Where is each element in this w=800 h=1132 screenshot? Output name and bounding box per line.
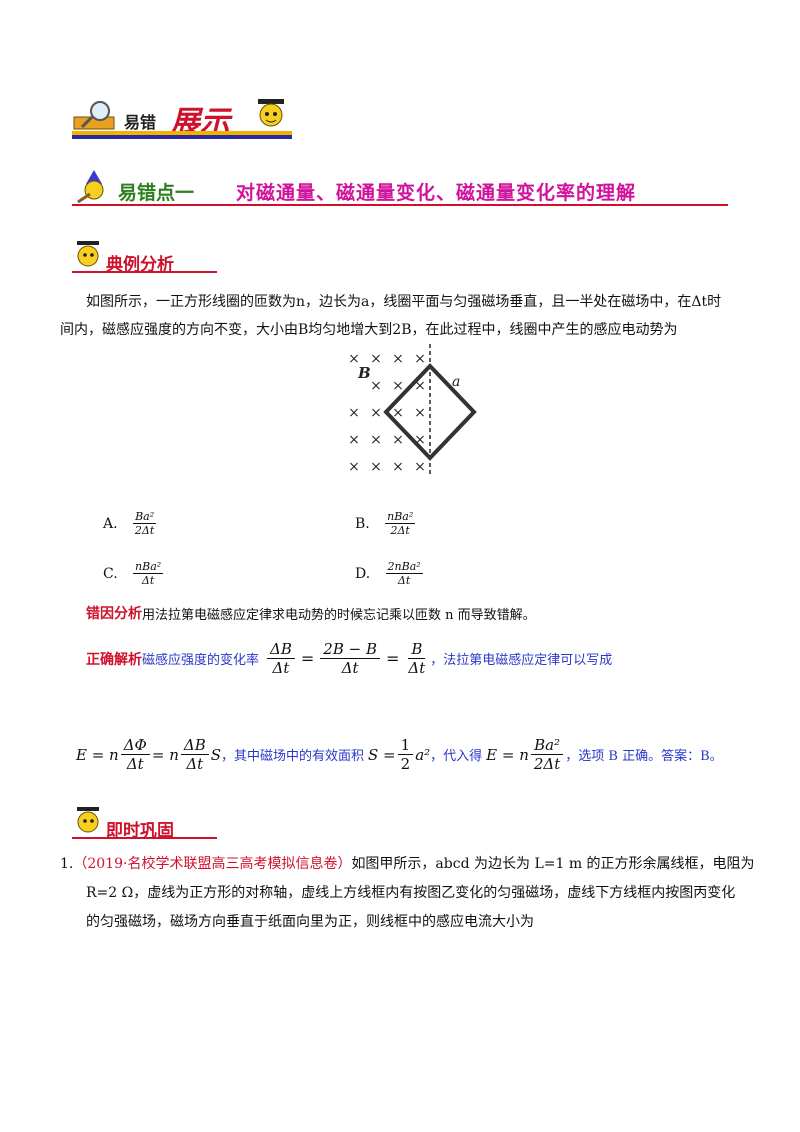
scholar-mascot-icon xyxy=(77,807,99,833)
scholar-mascot-icon xyxy=(258,99,284,127)
section-heading: 易错点一 对磁通量、磁通量变化、磁通量变化率的理解 xyxy=(72,168,728,208)
practice-heading: 即时巩固 xyxy=(72,804,232,841)
field-cross-mark: × xyxy=(348,432,360,448)
banner-text-1: 易错 xyxy=(124,113,157,132)
field-cross-mark: × xyxy=(370,351,382,367)
field-cross-mark: × xyxy=(370,459,382,475)
field-cross-mark: × xyxy=(392,459,404,475)
label-b: B xyxy=(357,364,371,382)
field-cross-mark: × xyxy=(414,432,426,448)
header-banner: 易错 展示 xyxy=(72,95,292,143)
correct-analysis-text-2: ，法拉第电磁感应定律可以写成 xyxy=(430,653,613,668)
scholar-mascot-icon xyxy=(77,241,99,267)
field-cross-mark: × xyxy=(348,351,360,367)
field-cross-mark: × xyxy=(392,351,404,367)
field-cross-mark: × xyxy=(392,432,404,448)
error-analysis-label: 错因分析 xyxy=(86,606,142,622)
wizard-mascot-icon xyxy=(77,170,104,204)
section-title: 对磁通量、磁通量变化、磁通量变化率的理解 xyxy=(236,182,637,204)
correct-analysis-text-1: 磁感应强度的变化率 xyxy=(142,653,260,668)
field-cross-mark: × xyxy=(370,378,382,394)
practice-line-1: 如图甲所示，abcd 为边长为 L=1 m 的正方形余属线框，电阻为 xyxy=(351,856,755,872)
field-cross-mark: × xyxy=(348,459,360,475)
field-cross-mark: × xyxy=(348,405,360,421)
question-line-1: 如图所示，一正方形线圈的匝数为n，边长为a，线圈平面与匀强磁场垂直，且一半处在磁… xyxy=(86,294,722,310)
field-cross-mark: × xyxy=(392,378,404,394)
field-cross-mark: × xyxy=(414,351,426,367)
correct-analysis-label: 正确解析 xyxy=(86,651,142,668)
section-label: 易错点一 xyxy=(118,182,195,204)
question-line-2: 间内，磁感应强度的方向不变，大小由B均匀地增大到2B，在此过程中，线圈中产生的感… xyxy=(60,322,678,338)
practice-question: 1. （2019·名校学术联盟高三高考模拟信息卷） 如图甲所示，abcd 为边长… xyxy=(60,850,755,937)
field-cross-mark: × xyxy=(414,405,426,421)
question-text: 如图所示，一正方形线圈的匝数为n，边长为a，线圈平面与匀强磁场垂直，且一半处在磁… xyxy=(60,288,736,344)
magnifier-book-icon xyxy=(73,101,115,130)
practice-line-3: 的匀强磁场，磁场方向垂直于纸面向里为正，则线框中的感应电流大小为 xyxy=(86,914,534,930)
field-cross-mark: × xyxy=(370,432,382,448)
field-cross-mark: × xyxy=(414,459,426,475)
practice-number: 1. xyxy=(60,856,74,872)
error-analysis: 错因分析 用法拉第电磁感应定律求电动势的时候忘记乘以匝数 n 而导致错解。 xyxy=(86,603,536,623)
example-heading-label: 典例分析 xyxy=(106,255,174,275)
example-heading: 典例分析 xyxy=(72,238,232,275)
field-cross-mark: × xyxy=(370,405,382,421)
label-a: a xyxy=(452,374,460,390)
field-cross-mark: × xyxy=(392,405,404,421)
practice-heading-label: 即时巩固 xyxy=(106,821,174,841)
field-cross-mark: × xyxy=(414,378,426,394)
square-coil xyxy=(383,363,477,461)
error-analysis-text: 用法拉第电磁感应定律求电动势的时候忘记乘以匝数 n 而导致错解。 xyxy=(142,607,536,623)
practice-source: （2019·名校学术联盟高三高考模拟信息卷） xyxy=(73,856,352,872)
practice-line-2: R=2 Ω，虚线为正方形的对称轴，虚线上方线框内有按图乙变化的匀强磁场，虚线下方… xyxy=(86,885,736,901)
